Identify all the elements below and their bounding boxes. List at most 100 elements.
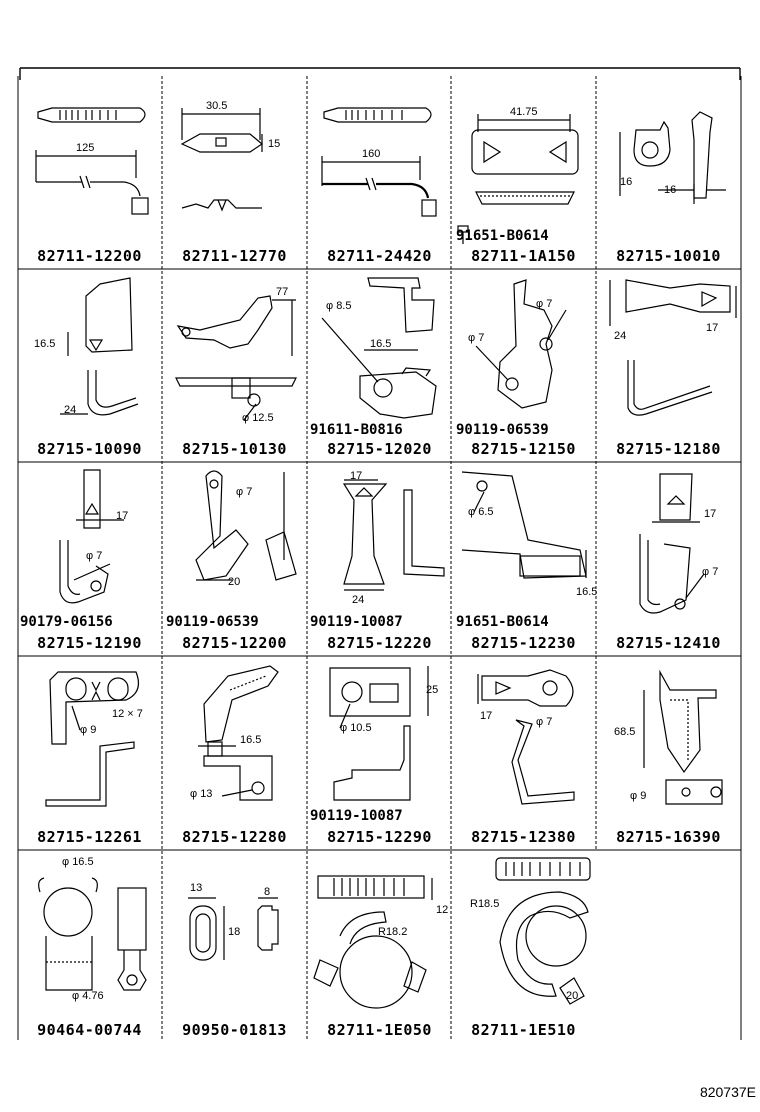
dim-label: 17 bbox=[480, 710, 493, 722]
drawing-82711-1A150 bbox=[457, 114, 579, 244]
extra-part-number: 91651-B0614 bbox=[456, 228, 549, 244]
dim-label: φ 4.76 bbox=[72, 990, 104, 1002]
drawing-90950-01813 bbox=[188, 897, 279, 961]
extra-part-number: 91611-B0816 bbox=[310, 422, 403, 438]
extra-part-number: 90119-10087 bbox=[310, 808, 403, 824]
part-number-label: 82711-12770 bbox=[182, 247, 287, 265]
part-number-label: 82715-12190 bbox=[37, 634, 142, 652]
drawing-82715-12410 bbox=[639, 473, 705, 614]
dim-label: φ 7 bbox=[536, 716, 553, 728]
dim-label: 12 bbox=[436, 904, 449, 916]
dim-label: 17 bbox=[350, 470, 363, 482]
part-number-label: 82715-12020 bbox=[327, 440, 432, 458]
part-number-label: 82715-10130 bbox=[182, 440, 287, 458]
extra-part-number: 90119-06539 bbox=[166, 614, 259, 630]
extra-part-number: 91651-B0614 bbox=[456, 614, 549, 630]
drawing-82715-16390 bbox=[643, 669, 723, 805]
dim-label: 16 bbox=[620, 176, 633, 188]
part-number-label: 82715-16390 bbox=[616, 828, 721, 846]
dim-label: 68.5 bbox=[614, 726, 636, 738]
dim-label: φ 13 bbox=[190, 788, 213, 800]
drawing-82711-1E510 bbox=[495, 857, 591, 1005]
dim-label: 18 bbox=[228, 926, 241, 938]
dim-label: φ 16.5 bbox=[62, 856, 94, 868]
drawing-82715-12290 bbox=[329, 666, 429, 801]
dim-label: φ 7 bbox=[468, 332, 485, 344]
part-number-label: 90950-01813 bbox=[182, 1021, 287, 1039]
drawing-82711-24420 bbox=[321, 107, 437, 217]
drawing-82715-12020 bbox=[321, 277, 437, 419]
dim-label: 160 bbox=[362, 148, 381, 160]
part-number-label: 82715-12180 bbox=[616, 440, 721, 458]
dim-label: φ 12.5 bbox=[242, 412, 274, 424]
drawing-82715-10090 bbox=[60, 277, 139, 416]
dim-label: 17 bbox=[704, 508, 717, 520]
part-number-label: 90464-00744 bbox=[37, 1021, 142, 1039]
drawing-82711-12200 bbox=[35, 107, 149, 215]
drawing-82715-12220 bbox=[342, 479, 445, 591]
drawing-82715-12380 bbox=[477, 669, 575, 805]
part-number-label: 82715-12261 bbox=[37, 828, 142, 846]
dim-label: 25 bbox=[426, 684, 439, 696]
dim-label: 77 bbox=[276, 286, 289, 298]
dim-label: 17 bbox=[706, 322, 719, 334]
drawing-82715-12180 bbox=[609, 279, 737, 416]
drawing-82711-12770 bbox=[180, 108, 264, 212]
drawing-82715-12230 bbox=[461, 471, 587, 579]
part-number-label: 82715-12150 bbox=[471, 440, 576, 458]
dim-label: 17 bbox=[116, 510, 129, 522]
extra-part-number: 90119-06539 bbox=[456, 422, 549, 438]
dim-label: φ 7 bbox=[86, 550, 103, 562]
part-number-label: 82711-1A150 bbox=[471, 247, 576, 265]
dim-label: 8 bbox=[264, 886, 271, 898]
drawing-82715-12200 bbox=[195, 470, 297, 581]
dim-label: 20 bbox=[228, 576, 241, 588]
part-number-label: 82715-12290 bbox=[327, 828, 432, 846]
part-number-label: 82715-10090 bbox=[37, 440, 142, 458]
extra-part-number: 90179-06156 bbox=[20, 614, 113, 630]
dim-label: φ 8.5 bbox=[326, 300, 352, 312]
drawing-82715-12150 bbox=[475, 279, 567, 409]
dim-label: 15 bbox=[268, 138, 281, 150]
drawing-82715-12261 bbox=[45, 671, 139, 807]
dim-label: φ 6.5 bbox=[468, 506, 494, 518]
dim-label: 16.5 bbox=[576, 586, 598, 598]
dim-label: 16 bbox=[664, 184, 677, 196]
part-number-label: 82715-12380 bbox=[471, 828, 576, 846]
drawing-82715-12280 bbox=[198, 665, 279, 801]
part-number-label: 82711-12200 bbox=[37, 247, 142, 265]
dim-label: 125 bbox=[76, 142, 95, 154]
extra-part-number: 90119-10087 bbox=[310, 614, 403, 630]
dim-label: 16.5 bbox=[34, 338, 56, 350]
dim-label: φ 9 bbox=[630, 790, 647, 802]
dim-label: 41.75 bbox=[510, 106, 538, 118]
dim-label: φ 7 bbox=[536, 298, 553, 310]
document-code: 820737E bbox=[699, 1084, 756, 1100]
dim-label: 13 bbox=[190, 882, 203, 894]
dim-label: 16.5 bbox=[240, 734, 262, 746]
dim-label: φ 9 bbox=[80, 724, 97, 736]
dim-label: 24 bbox=[614, 330, 627, 342]
dim-label: R18.2 bbox=[378, 926, 408, 938]
dim-label: 16.5 bbox=[370, 338, 392, 350]
part-number-label: 82715-12410 bbox=[616, 634, 721, 652]
dim-label: 30.5 bbox=[206, 100, 228, 112]
drawing-82715-12190 bbox=[59, 469, 124, 604]
part-number-label: 82711-24420 bbox=[327, 247, 432, 265]
dim-label: 24 bbox=[352, 594, 365, 606]
part-number-label: 82715-12220 bbox=[327, 634, 432, 652]
dim-label: φ 10.5 bbox=[340, 722, 372, 734]
drawing-82715-10010 bbox=[619, 111, 726, 204]
part-number-label: 82711-1E510 bbox=[471, 1021, 576, 1039]
dim-label: 12 × 7 bbox=[112, 708, 143, 720]
dim-label: φ 7 bbox=[702, 566, 719, 578]
dim-label: φ 7 bbox=[236, 486, 253, 498]
dim-label: R18.5 bbox=[470, 898, 500, 910]
drawing-90464-00744 bbox=[38, 877, 147, 991]
drawing-82715-10130 bbox=[175, 295, 297, 421]
part-number-label: 82715-12230 bbox=[471, 634, 576, 652]
part-number-label: 82715-10010 bbox=[616, 247, 721, 265]
drawing-82711-1E050 bbox=[313, 875, 433, 1009]
part-number-label: 82715-12280 bbox=[182, 828, 287, 846]
